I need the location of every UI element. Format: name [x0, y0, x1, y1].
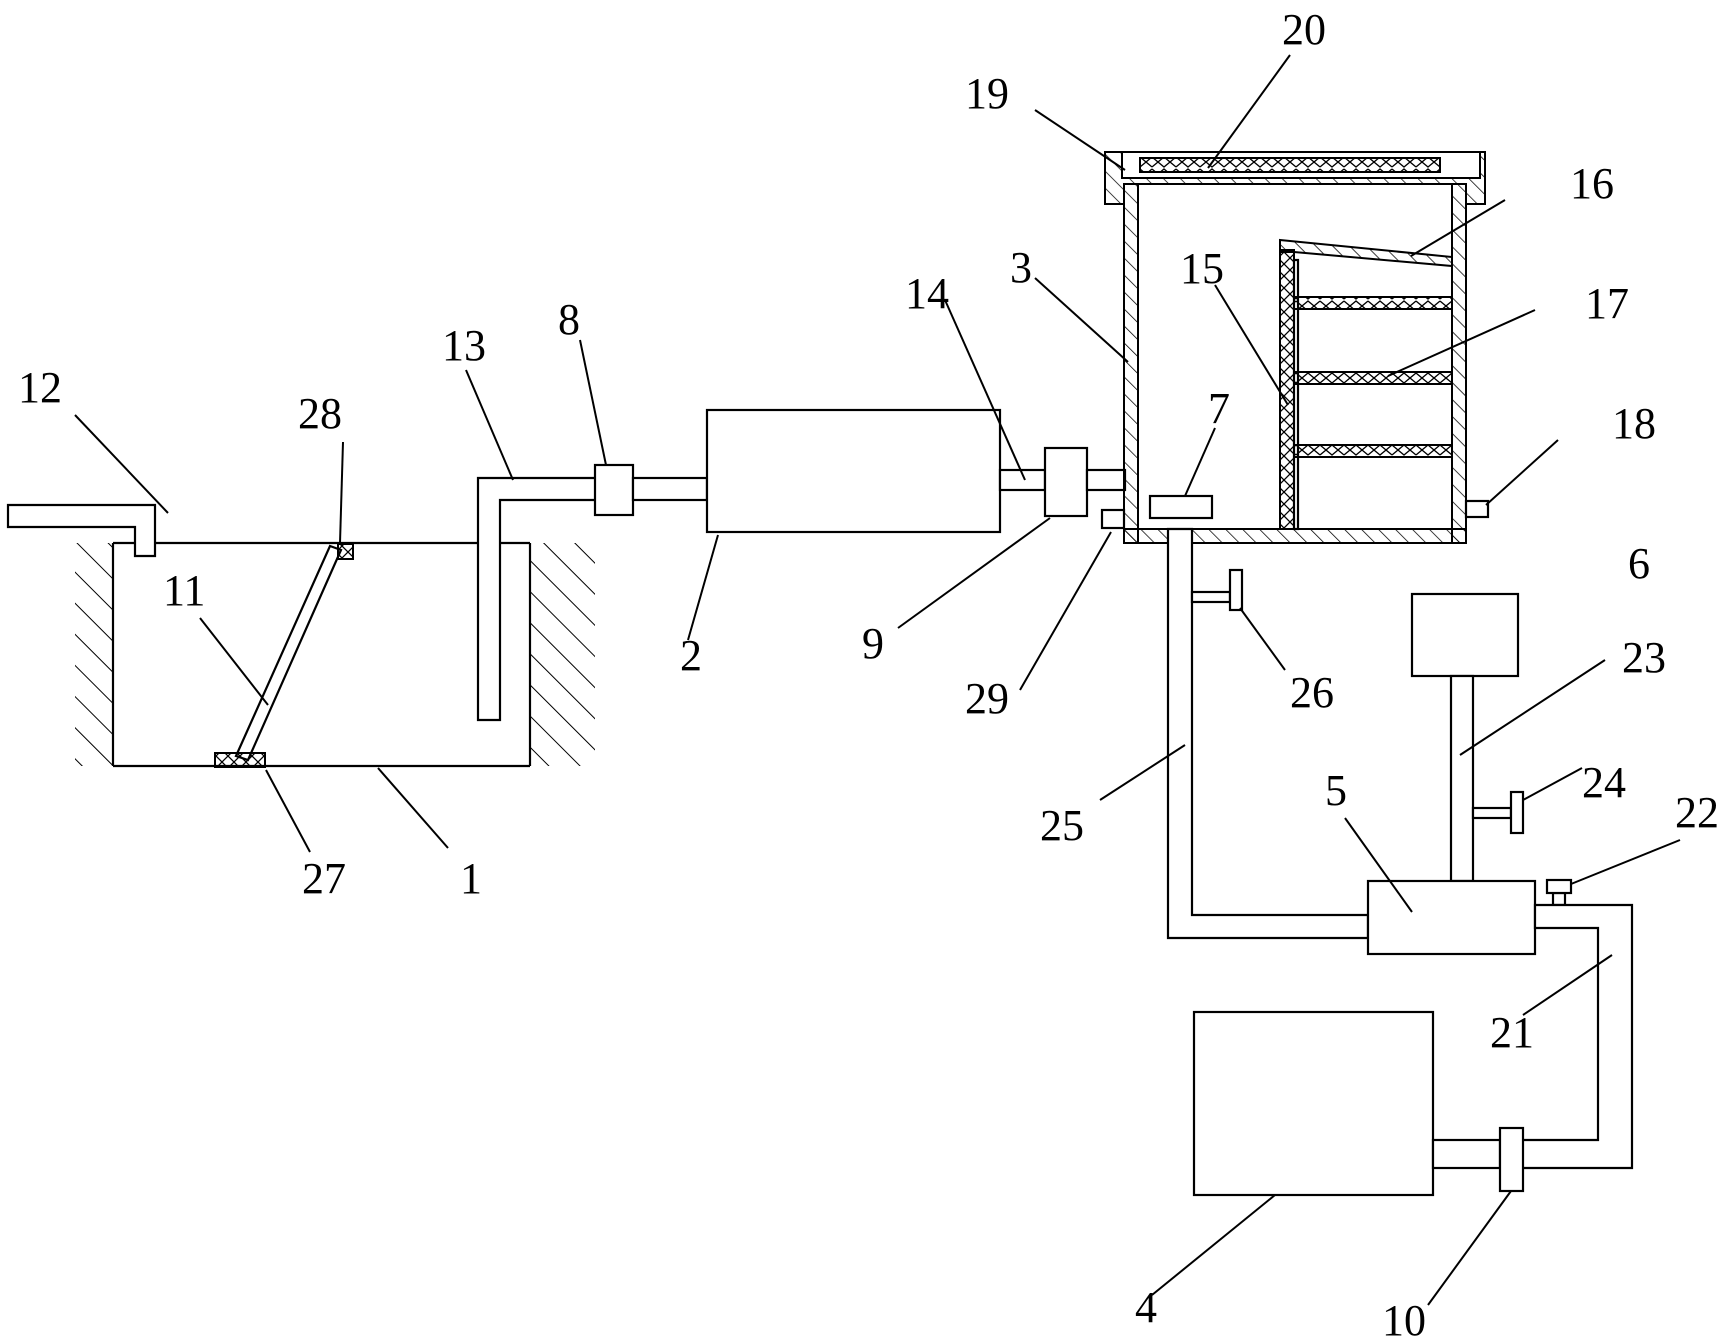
ground-hatch-right: [528, 543, 595, 766]
label-25: 25: [1040, 801, 1084, 850]
label-2: 2: [680, 631, 702, 680]
pipe-4-to-10: [1431, 1138, 1502, 1170]
label-4: 4: [1135, 1283, 1157, 1332]
pipe-8-to-2: [631, 476, 709, 502]
pipe-21: [1519, 903, 1634, 1170]
label-7: 7: [1208, 384, 1230, 433]
unit-5: [1366, 879, 1537, 956]
label-16: 16: [1570, 159, 1614, 208]
label-17: 17: [1585, 279, 1629, 328]
pipe-9-to-3: [1085, 468, 1127, 492]
inclined-plate-11: [234, 544, 343, 762]
unit-2: [705, 408, 1002, 534]
reference-labels: 12 28 11 27 1 13 8 2 14 9 3 29 19 20 15 …: [18, 5, 1719, 1339]
label-24: 24: [1582, 758, 1626, 807]
label-19: 19: [965, 69, 1009, 118]
label-22: 22: [1675, 788, 1719, 837]
valve-9: [1043, 446, 1089, 518]
label-20: 20: [1282, 5, 1326, 54]
label-1: 1: [460, 854, 482, 903]
label-10: 10: [1382, 1296, 1426, 1339]
label-28: 28: [298, 389, 342, 438]
valve-10: [1498, 1126, 1525, 1193]
label-11: 11: [163, 566, 205, 615]
outlet-18: [1464, 499, 1490, 519]
shelf-17-b: [1293, 371, 1453, 385]
ground-hatch-left: [75, 543, 115, 766]
partition-15: [1279, 249, 1295, 530]
label-5: 5: [1325, 766, 1347, 815]
pivot-28: [337, 543, 354, 560]
pipe-25: [1166, 527, 1370, 940]
shelf-17-c: [1293, 444, 1453, 458]
label-26: 26: [1290, 668, 1334, 717]
label-15: 15: [1180, 244, 1224, 293]
shelf-17-a: [1293, 296, 1453, 310]
sensor-29: [1100, 508, 1126, 530]
label-14: 14: [905, 269, 949, 318]
label-3: 3: [1010, 243, 1032, 292]
cover-16: [1279, 238, 1453, 268]
partition-15-face: [1292, 258, 1300, 531]
label-18: 18: [1612, 399, 1656, 448]
filter-layer-20: [1139, 157, 1441, 173]
pump-7: [1148, 494, 1214, 520]
label-21: 21: [1490, 1008, 1534, 1057]
pipe-23: [1449, 674, 1475, 883]
label-12: 12: [18, 363, 62, 412]
label-9: 9: [862, 619, 884, 668]
label-29: 29: [965, 674, 1009, 723]
box-4: [1192, 1010, 1435, 1197]
label-13: 13: [442, 321, 486, 370]
label-23: 23: [1622, 633, 1666, 682]
leader-lines: [74, 54, 1681, 1306]
pivot-27: [214, 752, 266, 768]
label-27: 27: [302, 854, 346, 903]
valve-22: [1545, 878, 1573, 907]
label-8: 8: [558, 295, 580, 344]
valve-24: [1471, 790, 1525, 835]
label-6: 6: [1628, 539, 1650, 588]
valve-8: [593, 463, 635, 517]
valve-26: [1190, 568, 1244, 612]
inlet-pipe-12: [6, 503, 157, 558]
box-6: [1410, 592, 1520, 678]
